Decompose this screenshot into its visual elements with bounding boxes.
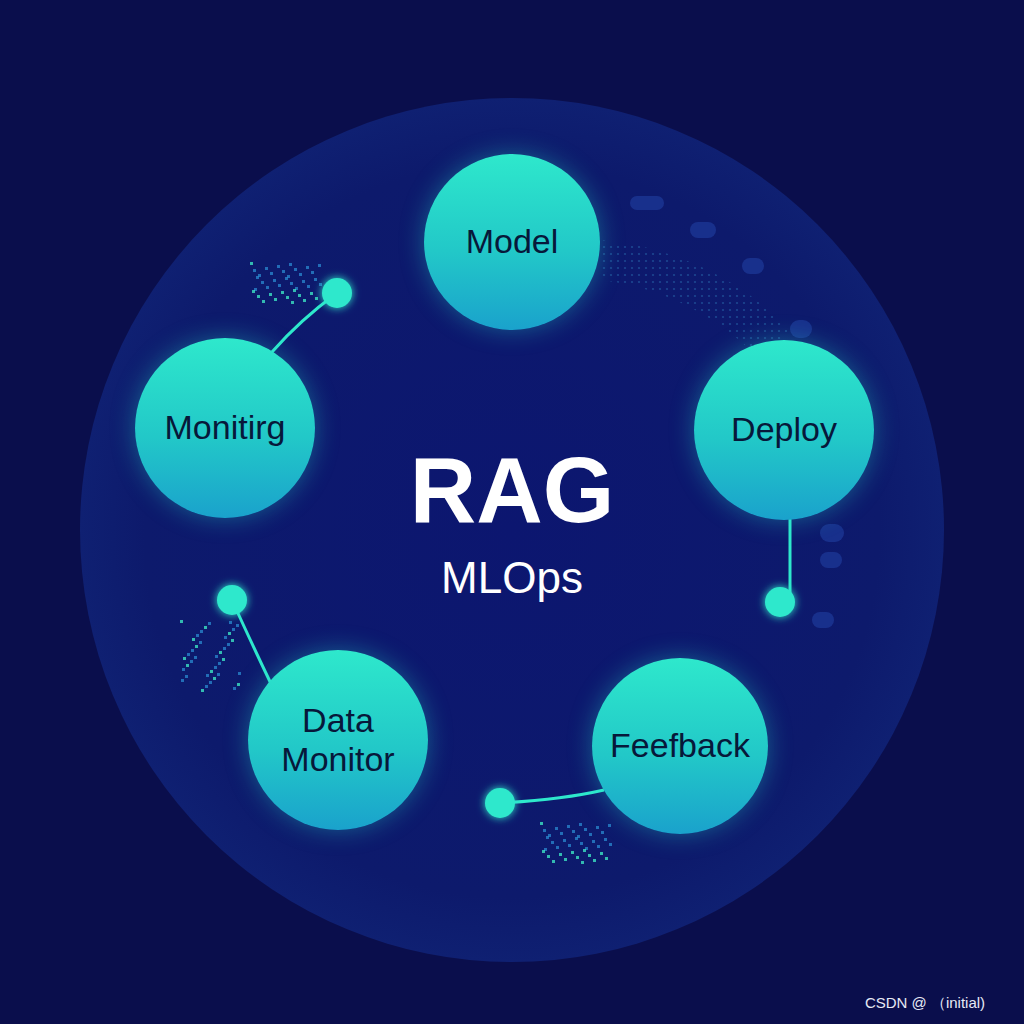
leader-lines: [232, 293, 790, 803]
background-disc: [80, 98, 944, 962]
stage-circle: Monitirg: [135, 338, 315, 518]
stage-label: Feefback: [610, 726, 750, 765]
watermark: CSDN @ （initial): [865, 994, 985, 1013]
stage-label: Deploy: [731, 410, 837, 449]
stage-circle: Model: [424, 154, 600, 330]
stage-circle: Deploy: [694, 340, 874, 520]
stage-circle: Feefback: [592, 658, 768, 834]
center-subtitle: MLOps: [441, 553, 583, 603]
glow-dots: [217, 278, 795, 818]
dash-marks: [630, 196, 844, 628]
stage-label: Monitirg: [165, 408, 286, 447]
stage-circle: Data Monitor: [248, 650, 428, 830]
stage-label: Model: [466, 222, 559, 261]
stage-label: Data Monitor: [263, 701, 413, 779]
center-title: RAG: [410, 438, 614, 543]
